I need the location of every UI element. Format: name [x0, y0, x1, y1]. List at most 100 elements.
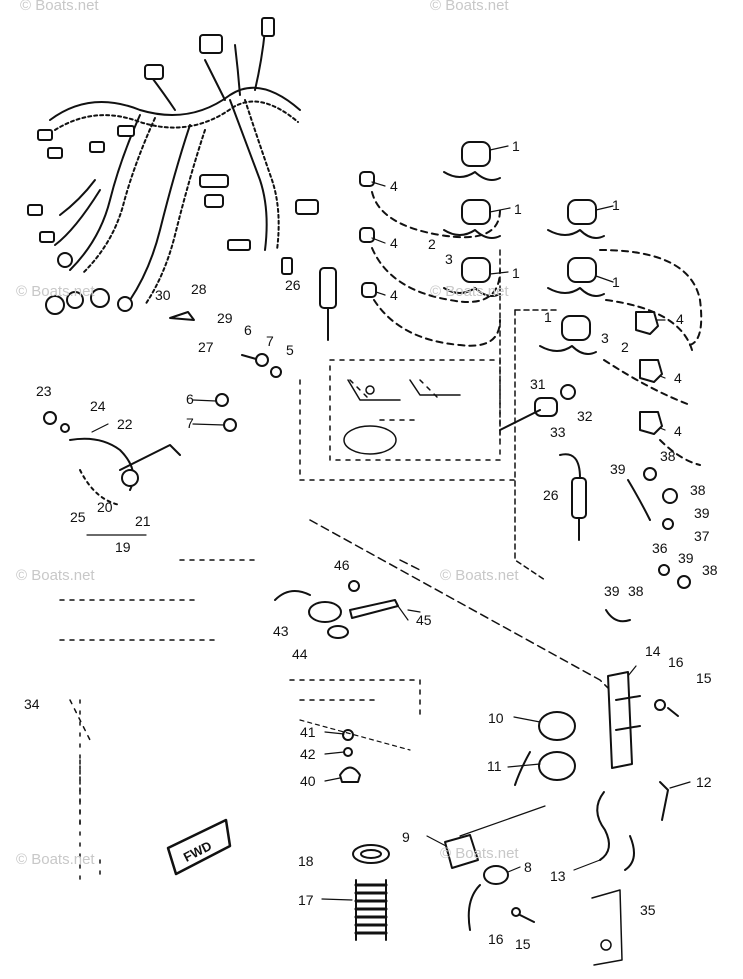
callout-number: 16 — [668, 654, 684, 670]
callout-number: 1 — [514, 201, 522, 217]
callout-number: 19 — [115, 539, 131, 555]
callout-number: 1 — [512, 265, 520, 281]
callout-number: 32 — [577, 408, 593, 424]
callout-number: 26 — [285, 277, 301, 293]
callout-number: 17 — [298, 892, 314, 908]
fuse-holder — [499, 384, 576, 431]
callout-number: 10 — [488, 710, 504, 726]
grommet-18 — [352, 844, 390, 864]
watermarks: © Boats.net © Boats.net © Boats.net © Boats… — [16, 0, 519, 868]
protector-hose-17 — [354, 879, 388, 941]
lead-12-13 — [596, 781, 669, 871]
coil-bracket-frame — [499, 249, 561, 581]
callout-number: 39 — [678, 550, 694, 566]
callout-number: 38 — [628, 583, 644, 599]
callout-number: 5 — [286, 342, 294, 358]
clamp-40-42 — [339, 729, 361, 783]
callout-number: 24 — [90, 398, 106, 414]
high-tension-leads — [371, 191, 703, 466]
callout-number: 6 — [244, 322, 252, 338]
callout-number: 9 — [402, 829, 410, 845]
callout-number: 1 — [512, 138, 520, 154]
callout-number: 23 — [36, 383, 52, 399]
callout-number: 42 — [300, 746, 316, 762]
callout-number: 27 — [198, 339, 214, 355]
watermark-text: © Boats.net — [16, 851, 95, 868]
group-brackets — [86, 534, 546, 837]
plate-35 — [591, 889, 623, 966]
ignition-coils — [443, 141, 605, 355]
callout-number: 1 — [544, 309, 552, 325]
callout-number: 31 — [530, 376, 546, 392]
engine-mount-detail — [343, 379, 461, 455]
callout-number: 3 — [601, 330, 609, 346]
callout-number: 36 — [652, 540, 668, 556]
callout-number: 30 — [155, 287, 171, 303]
callout-number: 29 — [217, 310, 233, 326]
callout-number: 35 — [640, 902, 656, 918]
callout-number: 16 — [488, 931, 504, 947]
engine-block-outline — [59, 359, 521, 831]
callout-number: 8 — [524, 859, 532, 875]
callout-number: 20 — [97, 499, 113, 515]
callout-number: 45 — [416, 612, 432, 628]
leader-diagonal — [309, 519, 611, 691]
callout-number: 37 — [694, 528, 710, 544]
callout-number: 11 — [487, 758, 502, 774]
callout-number: 6 — [186, 391, 194, 407]
callout-number: 44 — [292, 646, 308, 662]
starter-switch-assembly — [69, 437, 181, 506]
callout-number: 7 — [266, 333, 274, 349]
callout-number: 12 — [696, 774, 712, 790]
callout-number: 22 — [117, 416, 133, 432]
harness-connectors — [27, 17, 319, 315]
watermark-text: © Boats.net — [430, 0, 509, 14]
leader-lines — [91, 145, 691, 901]
callout-number: 46 — [334, 557, 350, 573]
callout-number: 3 — [445, 251, 453, 267]
callout-number: 18 — [298, 853, 314, 869]
callout-number: 2 — [428, 236, 436, 252]
relay-9 — [444, 834, 479, 869]
callout-number: 33 — [550, 424, 566, 440]
callout-number: 38 — [660, 448, 676, 464]
callout-number: 39 — [610, 461, 626, 477]
fwd-arrow — [166, 818, 232, 876]
callout-number: 4 — [390, 178, 398, 194]
watermark-text: © Boats.net — [16, 283, 95, 300]
solenoid-10 — [514, 699, 679, 786]
callout-number: 1 — [612, 197, 620, 213]
callout-number: 39 — [694, 505, 710, 521]
callout-number: 40 — [300, 773, 316, 789]
bracket-14 — [607, 671, 641, 769]
callout-number: 43 — [273, 623, 289, 639]
neutral-switch-assembly — [274, 580, 399, 639]
callout-number: 4 — [676, 311, 684, 327]
callout-number: 4 — [674, 370, 682, 386]
callout-number: 34 — [24, 696, 40, 712]
rectifier-upper — [319, 267, 337, 341]
spark-plug-caps — [359, 171, 663, 435]
watermark-text: © Boats.net — [20, 0, 99, 14]
callout-number: 25 — [70, 509, 86, 525]
rectifier-lower — [559, 453, 587, 541]
callout-number: 1 — [612, 274, 620, 290]
callout-number: 41 — [300, 724, 316, 740]
callout-number: 15 — [696, 670, 712, 686]
fasteners-left — [43, 311, 282, 433]
callout-number: 4 — [674, 423, 682, 439]
callout-number: 28 — [191, 281, 207, 297]
switch-8 — [467, 865, 535, 931]
callout-number: 15 — [515, 936, 531, 952]
callout-number: 4 — [390, 235, 398, 251]
callout-number: 38 — [702, 562, 718, 578]
wire-harness — [49, 29, 301, 306]
callout-number: 7 — [186, 415, 194, 431]
watermark-text: © Boats.net — [430, 283, 509, 300]
callout-number: 2 — [621, 339, 629, 355]
callout-number: 39 — [604, 583, 620, 599]
callout-number: 38 — [690, 482, 706, 498]
